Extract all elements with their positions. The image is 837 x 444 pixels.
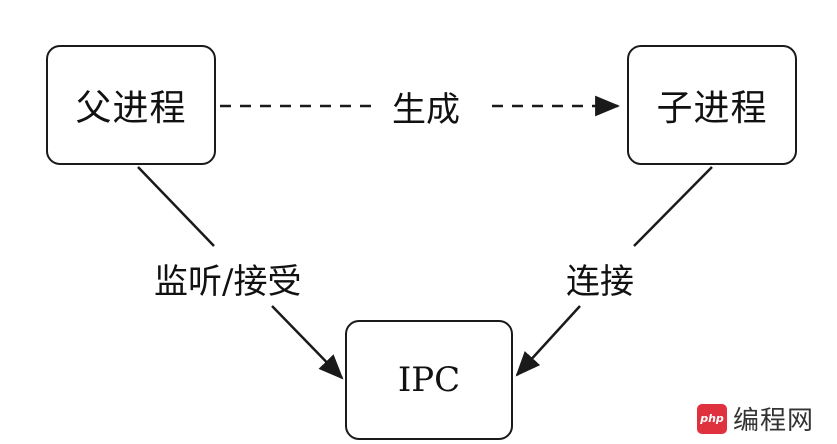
ipc-label: IPC	[397, 360, 461, 400]
child-process-label: 子进程	[656, 88, 768, 129]
listen-arrow-lower	[271, 305, 344, 380]
parent-process-label: 父进程	[75, 88, 187, 129]
watermark-logo-text: php	[700, 412, 724, 425]
spawn-edge-label: 生成	[386, 82, 466, 131]
ipc-node: IPC	[345, 320, 513, 440]
child-process-node: 子进程	[627, 45, 797, 165]
connect-line-upper	[633, 166, 713, 247]
listen-line-upper	[137, 166, 215, 247]
listen-accept-edge-label: 监听/接受	[154, 254, 302, 303]
watermark-text: 编程网	[733, 406, 815, 436]
connect-edge-label: 连接	[566, 254, 634, 303]
connect-arrow-lower	[515, 305, 581, 377]
watermark: php 编程网	[697, 400, 814, 437]
parent-process-node: 父进程	[46, 45, 216, 165]
watermark-logo-icon: php	[697, 403, 727, 434]
